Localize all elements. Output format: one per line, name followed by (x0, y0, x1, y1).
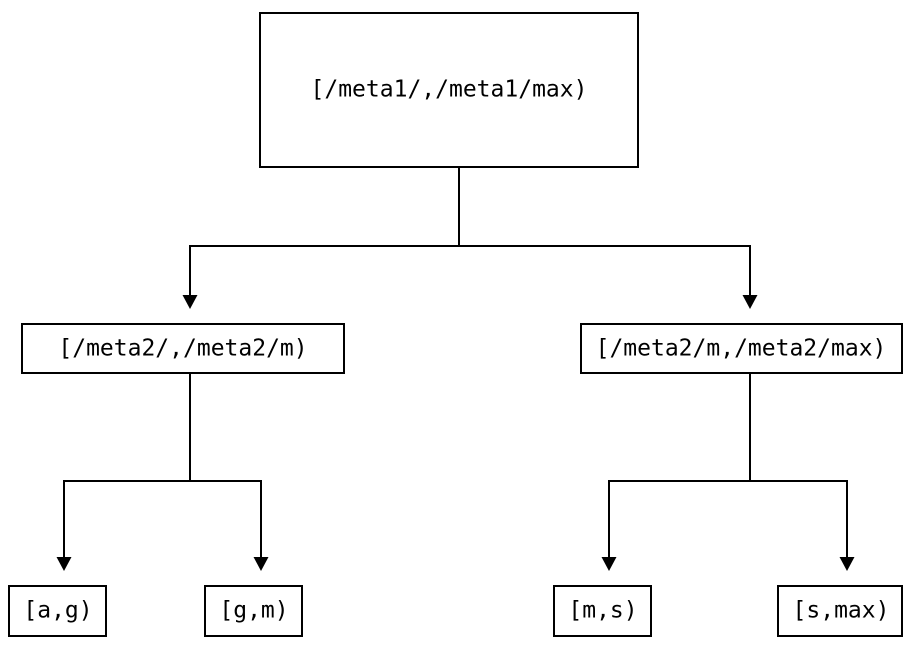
tree-node-leaf-gm[interactable]: [g,m) (204, 585, 303, 637)
node-box (777, 585, 903, 637)
arrow-head-icon (56, 557, 72, 571)
tree-edge (189, 374, 269, 571)
node-box (8, 585, 107, 637)
node-label: [a,g) (23, 598, 92, 624)
tree-edge (182, 168, 460, 309)
tree-edge (749, 374, 855, 571)
tree-node-mid-right[interactable]: [/meta2/m,/meta2/max) (580, 323, 903, 374)
node-box (553, 585, 652, 637)
node-box (259, 12, 639, 168)
edge-line (749, 374, 848, 558)
edge-line (458, 168, 751, 296)
node-label: [g,m) (219, 598, 288, 624)
node-label: [/meta1/,/meta1/max) (311, 77, 588, 103)
node-label: [/meta2/m,/meta2/max) (596, 336, 887, 362)
arrow-head-icon (839, 557, 855, 571)
edge-line (189, 374, 262, 558)
nodes-layer: [/meta1/,/meta1/max) [/meta2/,/meta2/m) [/… (8, 12, 903, 637)
tree-node-root[interactable]: [/meta1/,/meta1/max) (259, 12, 639, 168)
edge-line (63, 374, 191, 558)
tree-node-mid-left[interactable]: [/meta2/,/meta2/m) (21, 323, 345, 374)
edge-line (189, 168, 460, 296)
arrow-head-icon (742, 295, 758, 309)
arrow-head-icon (601, 557, 617, 571)
tree-edge (458, 168, 758, 309)
tree-edge (56, 374, 191, 571)
node-label: [/meta2/,/meta2/m) (58, 336, 307, 362)
arrow-head-icon (253, 557, 269, 571)
tree-node-leaf-ag[interactable]: [a,g) (8, 585, 107, 637)
edges-layer (56, 168, 855, 571)
node-box (580, 323, 903, 374)
node-label: [s,max) (793, 598, 890, 624)
tree-node-leaf-ms[interactable]: [m,s) (553, 585, 652, 637)
node-box (204, 585, 303, 637)
edge-line (608, 374, 751, 558)
tree-edge (601, 374, 751, 571)
tree-node-leaf-smax[interactable]: [s,max) (777, 585, 903, 637)
node-label: [m,s) (568, 598, 637, 624)
node-box (21, 323, 345, 374)
arrow-head-icon (182, 295, 198, 309)
